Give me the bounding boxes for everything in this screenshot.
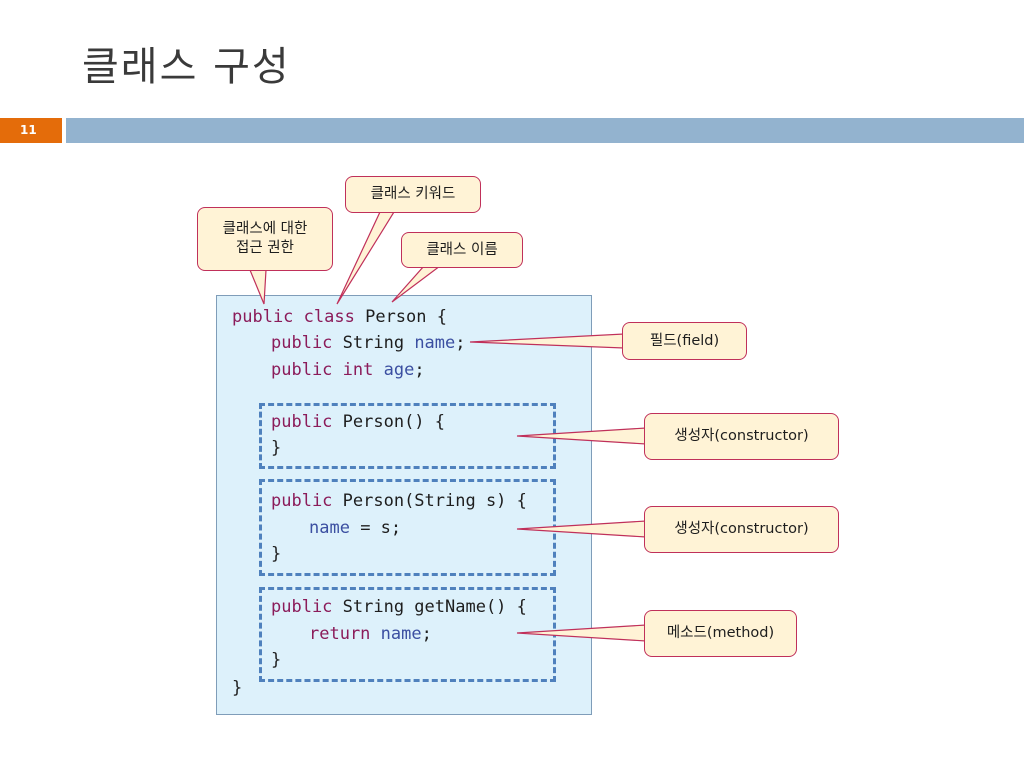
connector-class-name bbox=[391, 265, 442, 303]
signature-text: Person() { bbox=[332, 412, 446, 432]
code-line-field-age: public int age; bbox=[271, 360, 425, 380]
code-line-method-body: return name; bbox=[309, 624, 432, 644]
connector-constructor1 bbox=[516, 427, 647, 445]
callout-constructor-1: 생성자(constructor) bbox=[644, 413, 839, 460]
keyword-public: public bbox=[271, 412, 333, 432]
code-box bbox=[216, 295, 592, 715]
code-line-ctor2: public Person(String s) { bbox=[271, 491, 527, 511]
page-number-badge: 11 bbox=[0, 118, 62, 143]
assignment-text: = s; bbox=[349, 518, 402, 538]
signature-text: String getName() { bbox=[332, 597, 527, 617]
header-bar bbox=[66, 118, 1024, 143]
identifier-text: age bbox=[383, 360, 415, 380]
callout-constructor-2: 생성자(constructor) bbox=[644, 506, 839, 553]
semicolon: ; bbox=[414, 360, 425, 380]
class-name-text: Person { bbox=[354, 307, 447, 327]
keyword-public: public bbox=[271, 491, 333, 511]
connector-class-keyword bbox=[336, 211, 396, 305]
keyword-class: class bbox=[303, 307, 355, 327]
signature-text: Person(String s) { bbox=[332, 491, 527, 511]
connector-method bbox=[516, 624, 647, 642]
type-text: String bbox=[332, 333, 415, 353]
code-line-class-close: } bbox=[232, 678, 243, 698]
callout-field: 필드(field) bbox=[622, 322, 747, 360]
type-text: int bbox=[332, 360, 384, 380]
code-line-field-name: public String name; bbox=[271, 333, 466, 353]
code-line-ctor2-body: name = s; bbox=[309, 518, 401, 538]
keyword-public: public bbox=[271, 597, 333, 617]
code-line-ctor1-close: } bbox=[271, 438, 282, 458]
code-line-method-close: } bbox=[271, 650, 282, 670]
connector-constructor2 bbox=[516, 520, 647, 538]
identifier-text: name bbox=[370, 624, 422, 644]
keyword-return: return bbox=[309, 624, 371, 644]
slide-title: 클래스 구성 bbox=[82, 44, 291, 90]
connector-access bbox=[249, 269, 267, 305]
connector-field bbox=[469, 333, 625, 349]
identifier-text: name bbox=[309, 518, 350, 538]
semicolon: ; bbox=[455, 333, 466, 353]
keyword-public: public bbox=[271, 360, 333, 380]
callout-access-modifier: 클래스에 대한 접근 권한 bbox=[197, 207, 333, 271]
semicolon: ; bbox=[421, 624, 432, 644]
code-line-ctor1: public Person() { bbox=[271, 412, 445, 432]
code-line-class: public class Person { bbox=[232, 307, 447, 327]
identifier-text: name bbox=[414, 333, 456, 353]
callout-class-keyword: 클래스 키워드 bbox=[345, 176, 481, 213]
keyword-public: public bbox=[271, 333, 333, 353]
callout-class-name: 클래스 이름 bbox=[401, 232, 523, 268]
code-line-ctor2-close: } bbox=[271, 544, 282, 564]
keyword-public: public bbox=[232, 307, 294, 327]
code-line-method: public String getName() { bbox=[271, 597, 527, 617]
callout-method: 메소드(method) bbox=[644, 610, 797, 657]
